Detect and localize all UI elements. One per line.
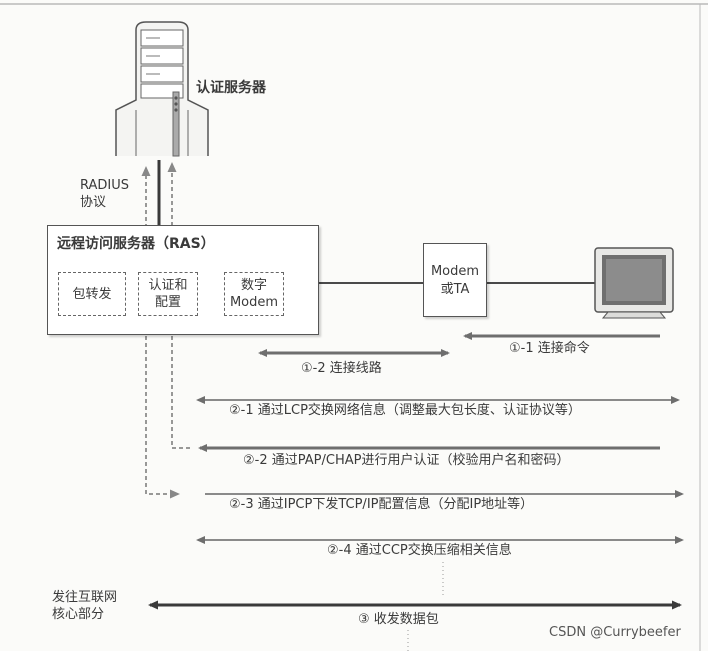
modem-ta-label: 或TA [440,282,470,297]
modem-box [423,243,487,317]
computer-icon [594,247,674,319]
core-part-label: 核心部分 [52,607,105,622]
auth-config-line2: 配置 [154,295,181,310]
step-2-4-label: ②-4 通过CCP交换压缩相关信息 [327,543,512,558]
step-2-2-label: ②-2 通过PAP/CHAP进行用户认证（校验用户名和密码） [243,453,570,468]
digital-modem-label: 数字 Modem [230,277,278,311]
auth-config-path [171,336,192,449]
auth-config-line1: 认证和 [148,278,188,293]
server-icon [115,21,209,157]
step-2-1-label: ②-1 通过LCP交换网络信息（调整最大包长度、认证协议等） [229,403,581,418]
radius-label: RADIUS [80,178,130,193]
digital-modem-module: 数字 Modem [224,272,284,316]
radius-protocol-label: 协议 [80,195,107,210]
step-2-3-label: ②-3 通过IPCP下发TCP/IP配置信息（分配IP地址等） [229,497,534,512]
watermark-text: CSDN @Currybeefer [549,625,681,640]
ras-title: 远程访问服务器（RAS） [57,236,215,252]
digital-modem-line2: Modem [229,295,279,310]
auth-config-label: 认证和配置 [148,277,187,311]
packet-forward-module: 包转发 [58,272,126,316]
packet-forward-label: 包转发 [72,286,112,302]
ipcp-config-path [145,336,180,499]
server-label: 认证服务器 [196,80,266,96]
core-label: 发往互联网 [52,590,118,605]
step-3-label: ③ 收发数据包 [358,612,439,627]
step-1-2-label: ①-2 连接线路 [301,361,382,376]
digital-modem-line1: 数字 [240,278,267,293]
step-1-1-label: ①-1 连接命令 [509,341,590,356]
modem-label: Modem [430,264,480,279]
auth-config-module: 认证和配置 [138,272,198,316]
